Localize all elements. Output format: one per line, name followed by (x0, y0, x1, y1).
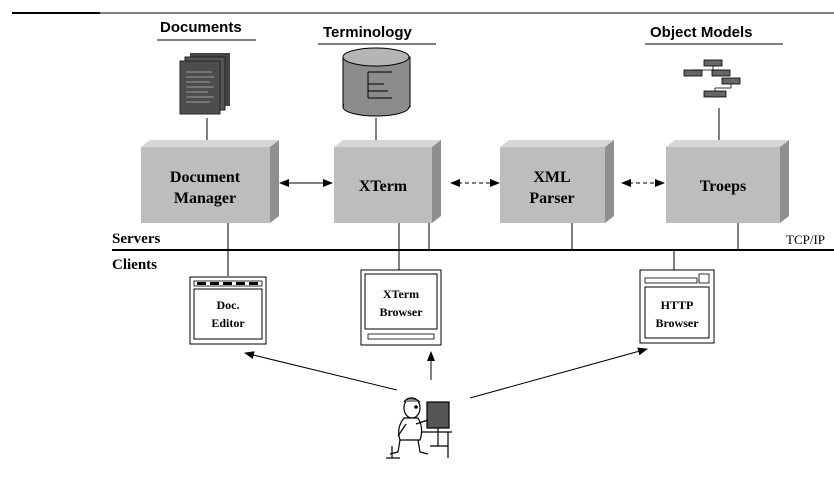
client-xterm-browser: XTerm Browser (360, 269, 442, 346)
document-manager-label-1: Document (170, 169, 241, 186)
class-hierarchy-icon (683, 59, 741, 98)
xterm-label: XTerm (359, 178, 408, 195)
document-manager-label-2: Manager (174, 190, 236, 207)
server-document-manager: Document Manager (141, 140, 279, 223)
stacked-documents-icon (179, 53, 230, 115)
xterm-browser-label-1: XTerm (383, 287, 419, 301)
xml-parser-label-2: Parser (529, 190, 574, 207)
xml-parser-label-1: XML (533, 169, 570, 186)
person-at-computer-icon (386, 397, 452, 459)
client-http-browser: HTTP Browser (639, 269, 715, 344)
header-documents-text: Documents (160, 19, 242, 36)
header-object-models-text: Object Models (650, 24, 753, 41)
servers-label: Servers (112, 231, 160, 247)
troeps-label: Troeps (700, 178, 747, 195)
tcpip-label: TCP/IP (786, 232, 825, 247)
http-browser-label-2: Browser (655, 316, 699, 330)
xterm-browser-label-2: Browser (379, 305, 423, 319)
doc-editor-label-1: Doc. (217, 298, 240, 312)
header-terminology-text: Terminology (323, 24, 413, 41)
database-cylinder-icon (342, 47, 411, 117)
client-doc-editor: Doc. Editor (189, 276, 267, 345)
server-xml-parser: XML Parser (500, 140, 614, 223)
server-troeps: Troeps (666, 140, 789, 223)
arrow-user-doc-editor (244, 351, 398, 391)
arrow-user-http-browser (469, 347, 648, 399)
clients-label: Clients (112, 257, 157, 273)
server-xterm: XTerm (334, 140, 441, 223)
doc-editor-label-2: Editor (211, 316, 245, 330)
header-documents: Documents (157, 19, 256, 41)
http-browser-label-1: HTTP (661, 298, 694, 312)
header-object-models: Object Models (645, 24, 783, 45)
header-terminology: Terminology (318, 24, 436, 45)
